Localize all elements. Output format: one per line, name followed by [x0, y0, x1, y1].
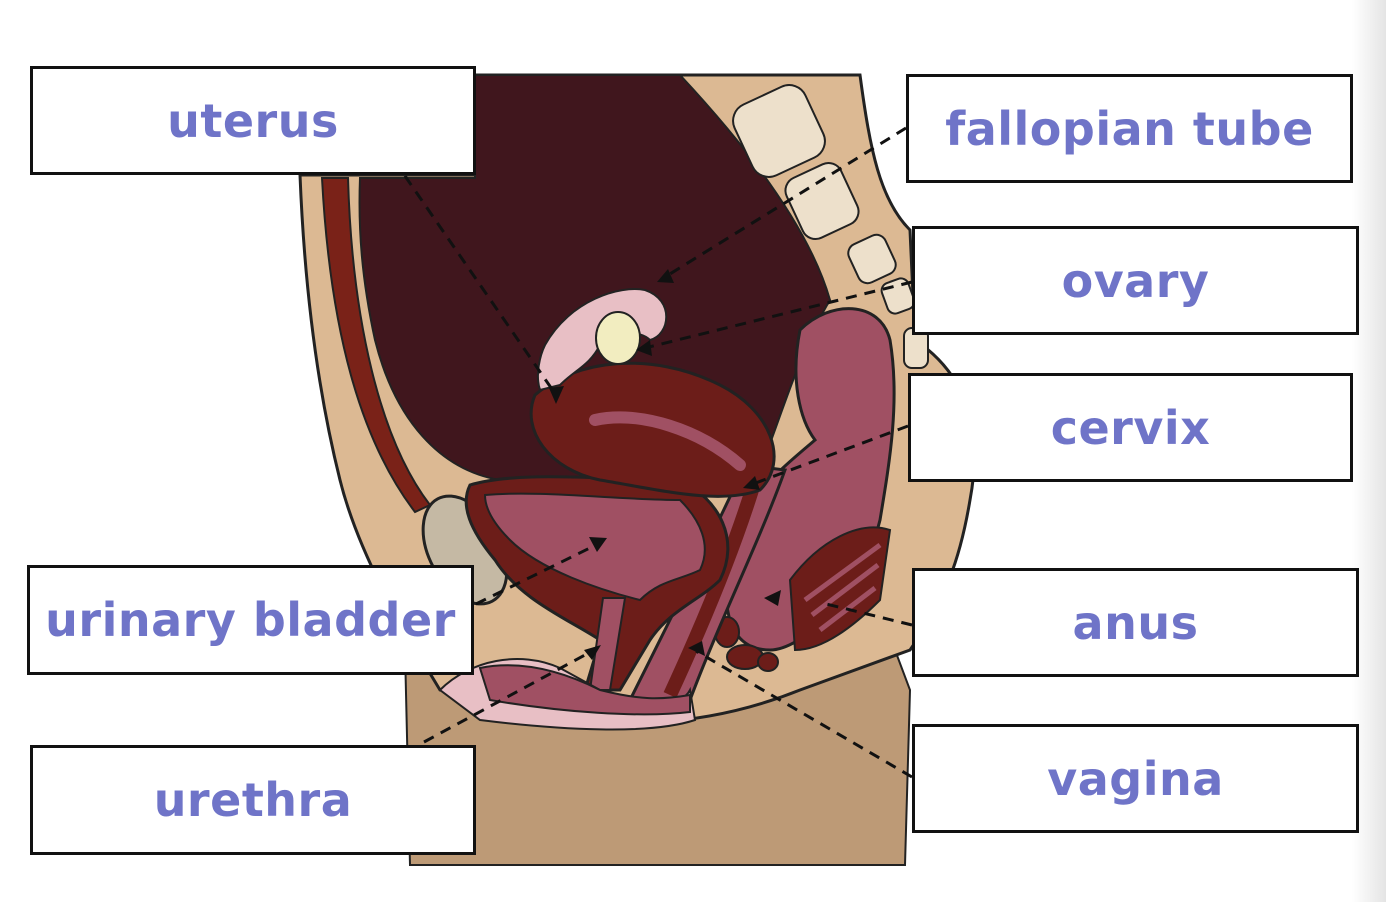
leader-line-uterus: [403, 175, 558, 396]
label-box-anus: anus: [912, 568, 1359, 677]
label-ovary: ovary: [1061, 253, 1210, 308]
leader-line-fallopian-tube: [664, 126, 907, 279]
labia-inner: [478, 664, 691, 716]
label-urethra: urethra: [153, 773, 353, 827]
label-anus: anus: [1072, 595, 1199, 650]
sphincter-line-2: [810, 563, 880, 617]
label-box-ovary: ovary: [912, 226, 1359, 335]
arrowhead-cervix: [743, 476, 760, 490]
vertebra-3: [847, 233, 897, 285]
label-box-uterus: uterus: [30, 66, 476, 175]
arrowhead-urinary-bladder: [589, 537, 607, 552]
leader-line-cervix: [752, 424, 909, 486]
arrowhead-anus: [764, 590, 781, 606]
arrowhead-fallopian-tube: [657, 269, 674, 283]
perineum-blob-2: [726, 644, 764, 670]
label-uterus: uterus: [167, 93, 339, 148]
label-box-cervix: cervix: [908, 373, 1353, 482]
vagina-inner: [663, 487, 759, 698]
label-vagina: vagina: [1047, 751, 1224, 806]
leader-line-ovary: [644, 280, 913, 350]
label-box-urinary-bladder: urinary bladder: [27, 565, 474, 675]
perineum-blob-3: [757, 652, 779, 672]
leader-line-urethra: [423, 647, 597, 744]
vertebra-1: [732, 84, 826, 178]
label-fallopian-tube: fallopian tube: [945, 101, 1314, 156]
leader-line-anus: [821, 601, 913, 627]
ovary-shape: [595, 311, 641, 365]
arrowhead-vagina: [688, 641, 705, 656]
arrowhead-urethra: [584, 645, 601, 660]
uterus-cavity: [589, 411, 746, 471]
arrowheads: [549, 269, 781, 660]
label-cervix: cervix: [1050, 400, 1211, 455]
arrowhead-ovary: [636, 340, 652, 356]
vertebra-2: [784, 162, 860, 240]
leader-lines: [403, 126, 913, 779]
urethra-tube: [588, 597, 627, 691]
uterus-body: [529, 361, 776, 498]
label-box-vagina: vagina: [912, 724, 1359, 833]
label-urinary-bladder: urinary bladder: [45, 593, 456, 647]
leader-line-vagina: [695, 649, 913, 779]
arrowhead-uterus: [549, 386, 564, 404]
sphincter-line-1: [803, 542, 882, 603]
label-box-urethra: urethra: [30, 745, 476, 855]
leader-line-urinary-bladder: [475, 541, 601, 606]
label-box-fallopian-tube: fallopian tube: [906, 74, 1353, 183]
